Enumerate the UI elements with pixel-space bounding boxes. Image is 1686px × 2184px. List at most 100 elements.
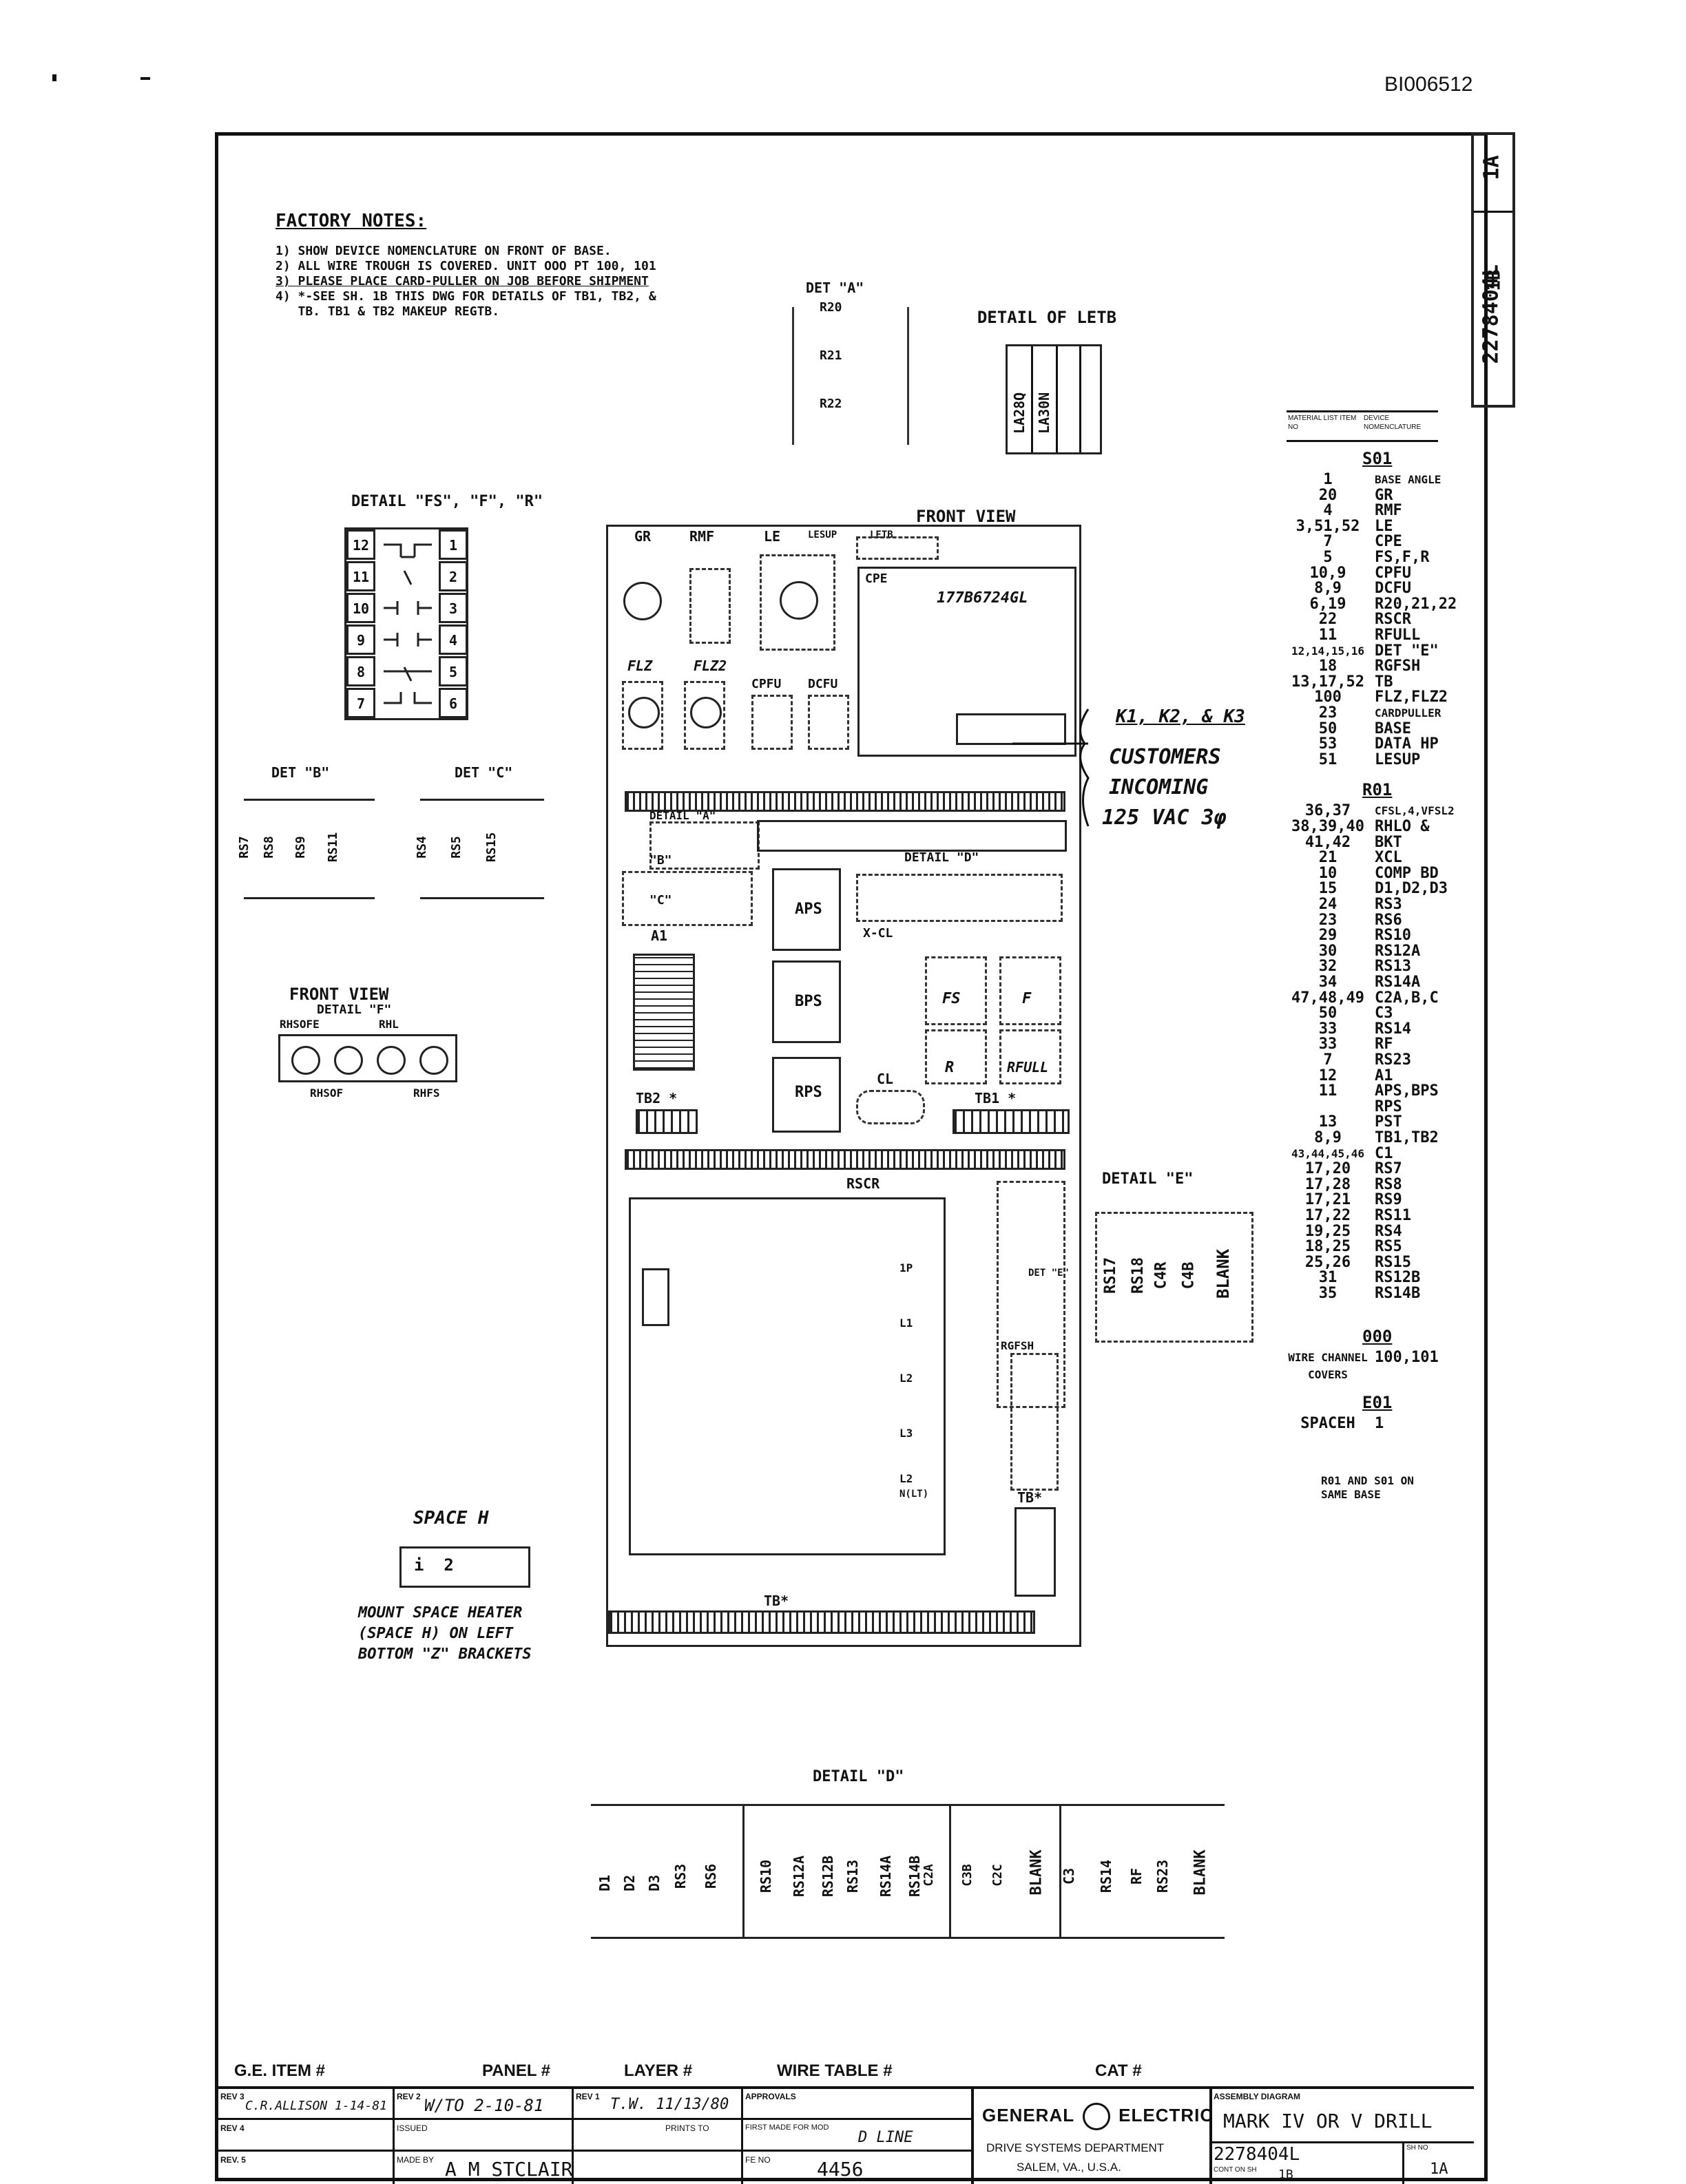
- callout-line-3: 125 VAC 3φ: [1102, 806, 1227, 830]
- material-section-code: 000: [1362, 1326, 1393, 1346]
- callout-line-2: INCOMING: [1109, 775, 1209, 799]
- label-detail-d: DETAIL "D": [904, 850, 979, 865]
- material-item-no: 7: [1323, 1051, 1333, 1069]
- rev3-value: C.R.ALLISON 1-14-81: [245, 2099, 387, 2113]
- material-item-no: WIRE CHANNEL COVERS: [1288, 1350, 1368, 1381]
- material-nomenclature: LE: [1375, 517, 1393, 535]
- material-item-no: 18,25: [1304, 1238, 1351, 1256]
- label-rfull: RFULL: [1007, 1059, 1049, 1075]
- material-item-no: 8,9: [1314, 1129, 1342, 1146]
- material-nomenclature: RS10: [1375, 927, 1411, 945]
- cpe-connector: [956, 713, 1066, 745]
- material-nomenclature: RS12B: [1375, 1269, 1421, 1287]
- material-nomenclature: RS14A: [1375, 974, 1421, 991]
- dcfu-fuse: [808, 695, 849, 750]
- terminal-5: 5: [439, 656, 468, 686]
- space-h-title: SPACE H: [413, 1508, 489, 1529]
- company-name-2: ELECTRIC: [1118, 2104, 1214, 2125]
- detail-d-labels: D1 D2 D3 RS3 RS6 RS10 RS12A RS12B RS13 R…: [591, 1806, 1225, 1937]
- detail-d-blank-2: BLANK: [1191, 1849, 1209, 1896]
- approvals-label: APPROVALS: [745, 2092, 796, 2101]
- material-item-no: 35: [1318, 1285, 1338, 1302]
- terminal-strip-top: [625, 791, 1065, 812]
- material-item-no: 24: [1318, 896, 1338, 913]
- relay-contacts-symbol: [384, 543, 432, 704]
- detail-e-c4b: C4B: [1180, 1261, 1198, 1290]
- department: DRIVE SYSTEMS DEPARTMENT: [986, 2141, 1165, 2154]
- ge-logo-icon: [1082, 2103, 1110, 2130]
- layer-label: LAYER #: [624, 2061, 693, 2080]
- detail-d-divider: [1059, 1806, 1061, 1937]
- a1-card: [633, 954, 695, 1071]
- label-rps: RPS: [795, 1084, 822, 1101]
- corner-sheet: 1A: [1479, 155, 1504, 180]
- cl-component: [856, 1090, 925, 1124]
- front-view-panel: GR RMF LE LESUP LETB CPE 177B6724GL FLZ …: [606, 525, 1081, 1647]
- detail-d-rs12b: RS12B: [820, 1855, 837, 1898]
- material-nomenclature: APS,BPS: [1375, 1082, 1439, 1100]
- material-nomenclature: RPS: [1375, 1098, 1402, 1115]
- material-nomenclature: RS11: [1375, 1207, 1411, 1224]
- material-nomenclature: 100,101: [1375, 1348, 1439, 1366]
- flz-fuse: [622, 681, 663, 750]
- material-nomenclature: COMP BD: [1375, 864, 1439, 882]
- rscr-tick-5: L2: [899, 1472, 913, 1485]
- material-item-no: 23: [1318, 704, 1338, 722]
- label-flz2: FLZ2: [694, 658, 727, 674]
- panel-label: PANEL #: [482, 2061, 551, 2080]
- prints-to-label: PRINTS TO: [665, 2123, 709, 2133]
- knob-icon: [377, 1046, 406, 1075]
- material-nomenclature: RHLO &: [1375, 818, 1430, 835]
- detail-e-title: DETAIL "E": [1102, 1170, 1194, 1188]
- wire-table-label: WIRE TABLE #: [777, 2061, 893, 2080]
- det-b-rs9: RS9: [293, 836, 308, 859]
- detail-e-blank: BLANK: [1214, 1248, 1234, 1299]
- material-item-no: 17,21: [1304, 1191, 1351, 1209]
- space-h-block: i 2: [399, 1546, 530, 1588]
- flz2-fuse: [684, 681, 725, 750]
- material-item-no: 13,17,52: [1291, 673, 1364, 691]
- assembly-label: ASSEMBLY DIAGRAM: [1214, 2092, 1301, 2101]
- assembly-title: MARK IV OR V DRILL: [1223, 2110, 1433, 2132]
- material-header-left: MATERIAL LIST ITEM NO: [1288, 414, 1357, 431]
- material-item-no: 25,26: [1304, 1253, 1351, 1271]
- material-item-no: 7: [1323, 533, 1333, 551]
- material-nomenclature: RS13: [1375, 958, 1411, 976]
- detail-d-divider: [742, 1806, 745, 1937]
- material-item-no: 21: [1318, 849, 1338, 867]
- material-nomenclature: RS23: [1375, 1051, 1411, 1069]
- terminal-9: 9: [346, 624, 375, 655]
- material-nomenclature: CARDPULLER: [1375, 706, 1442, 720]
- tb-right: [1014, 1507, 1056, 1597]
- rscr-tick-4: L3: [899, 1427, 913, 1440]
- detail-letb-title: DETAIL OF LETB: [977, 308, 1117, 327]
- callout-line-1: CUSTOMERS: [1109, 745, 1221, 769]
- material-item-no: 13: [1318, 1113, 1338, 1131]
- material-item-no: 15: [1318, 880, 1338, 898]
- material-nomenclature: DET "E": [1375, 642, 1439, 660]
- label-dcfu: DCFU: [808, 677, 838, 691]
- drawing-number: 2278404L: [1214, 2144, 1300, 2165]
- material-nomenclature: C2A,B,C: [1375, 989, 1439, 1007]
- label-tb-star: TB*: [1017, 1489, 1043, 1506]
- first-made-value: D LINE: [858, 2129, 913, 2146]
- material-nomenclature: RS12A: [1375, 942, 1421, 960]
- fuse-icon: [690, 697, 722, 728]
- material-item-no: 4: [1323, 502, 1333, 520]
- rscr-tick-6: N(LT): [899, 1489, 929, 1500]
- material-section-code: S01: [1362, 449, 1393, 468]
- detail-d-rs23: RS23: [1154, 1859, 1172, 1893]
- material-nomenclature: FLZ,FLZ2: [1375, 689, 1448, 706]
- material-list-header: MATERIAL LIST ITEM NO DEVICE NOMENCLATUR…: [1287, 410, 1438, 442]
- material-item-no: 8,9: [1314, 580, 1342, 598]
- drawing-frame: [215, 132, 1488, 2181]
- label-flz: FLZ: [627, 658, 653, 674]
- title-block: REV 3 C.R.ALLISON 1-14-81 REV 2 W/TO 2-1…: [218, 2086, 1474, 2184]
- material-nomenclature: A1: [1375, 1067, 1393, 1084]
- material-footnote: R01 AND S01 ON SAME BASE: [1321, 1473, 1414, 1501]
- cpe-board: CPE 177B6724GL: [857, 567, 1076, 757]
- detail-fs-f-r: DETAIL "FS", "F", "R" 12 11 10 9 8 7 1 2…: [344, 493, 543, 727]
- material-nomenclature: 1: [1375, 1414, 1384, 1432]
- material-nomenclature: BASE: [1375, 720, 1411, 737]
- material-item-no: 10: [1318, 864, 1338, 882]
